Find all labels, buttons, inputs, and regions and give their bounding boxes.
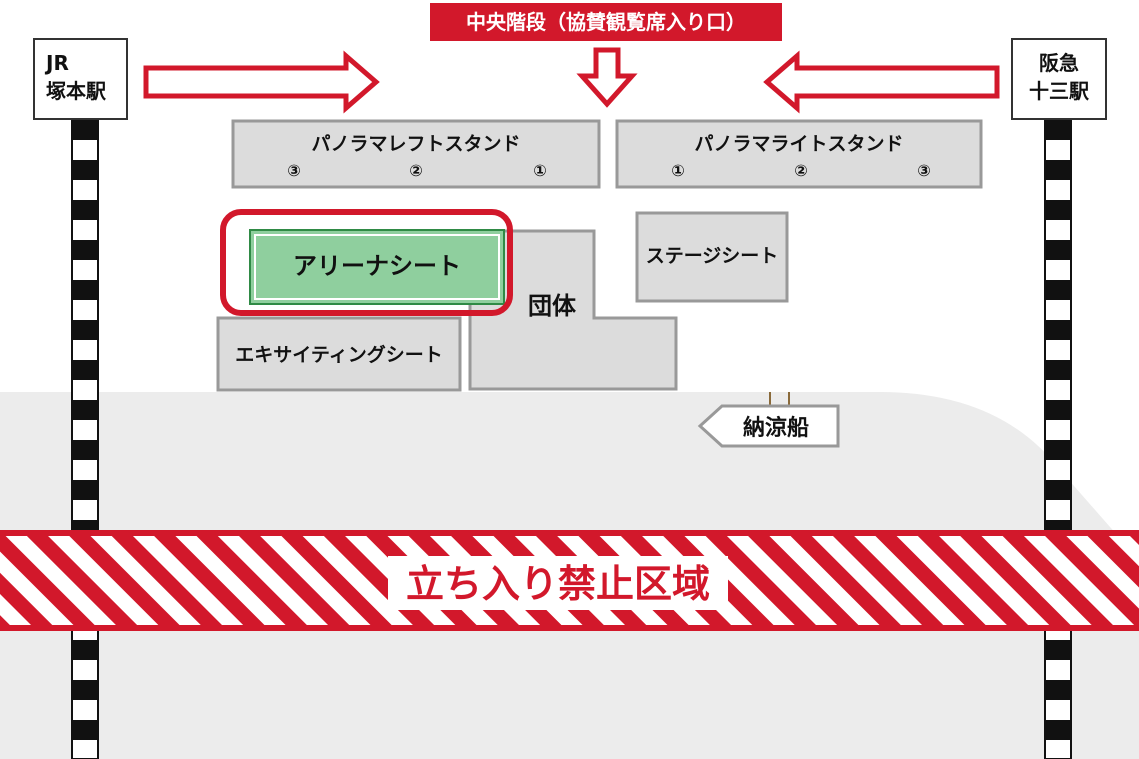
- panorama-right-label: パノラマライトスタンド: [694, 133, 903, 155]
- exciting-seat-label: エキサイティングシート: [235, 343, 442, 366]
- panorama-left-label: パノラマレフトスタンド: [311, 133, 520, 155]
- left-block-1: ①: [533, 161, 547, 180]
- boat-label: 納涼船: [743, 415, 809, 441]
- restricted-zone: 立ち入り禁止区域: [0, 530, 1139, 631]
- station-right-line1: 阪急: [1039, 51, 1079, 75]
- station-left-line1: JR: [44, 51, 69, 75]
- restricted-label: 立ち入り禁止区域: [406, 562, 710, 606]
- right-block-1: ①: [671, 161, 685, 180]
- exciting-seat-area[interactable]: エキサイティングシート: [216, 316, 462, 392]
- group-seat-label: 団体: [528, 292, 577, 320]
- boat-marker[interactable]: 納涼船: [697, 392, 840, 448]
- arena-seat-area[interactable]: アリーナシート: [220, 209, 513, 316]
- station-left: JR 塚本駅: [33, 38, 128, 120]
- right-block-2: ②: [794, 161, 808, 180]
- left-block-2: ②: [409, 161, 423, 180]
- station-right-line2: 十三駅: [1029, 79, 1089, 103]
- boat-arrow-left-icon: [697, 404, 840, 448]
- station-right: 阪急 十三駅: [1011, 38, 1107, 120]
- left-block-3: ③: [287, 161, 301, 180]
- railway-track-left: [71, 117, 99, 759]
- stage-seat-label: ステージシート: [646, 245, 779, 267]
- arena-seat-label: アリーナシート: [293, 252, 461, 280]
- arena-highlight-frame: [220, 209, 513, 316]
- right-block-3: ③: [917, 161, 931, 180]
- stage-seat-area[interactable]: ステージシート: [635, 211, 789, 303]
- arrow-right-icon: [143, 50, 380, 114]
- arrow-left-icon: [763, 50, 1000, 114]
- group-seat-area[interactable]: 団体: [468, 229, 678, 391]
- entrance-banner: 中央階段（協賛観覧席入り口）: [430, 3, 782, 41]
- railway-track-right: [1044, 117, 1072, 759]
- station-left-line2: 塚本駅: [46, 79, 106, 103]
- entrance-label: 中央階段（協賛観覧席入り口）: [466, 10, 746, 34]
- arrow-down-icon: [576, 47, 638, 108]
- panorama-left-stand[interactable]: パノラマレフトスタンド ③ ② ①: [231, 119, 601, 189]
- panorama-right-stand[interactable]: パノラマライトスタンド ① ② ③: [615, 119, 983, 189]
